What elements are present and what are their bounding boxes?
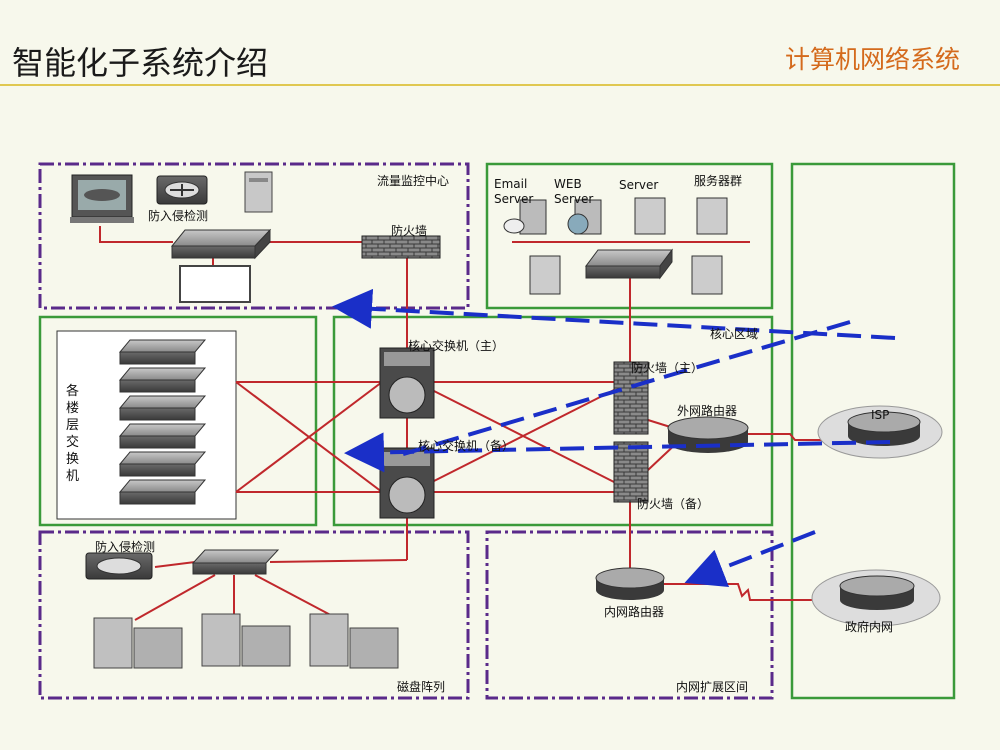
flow-arrows [332, 288, 896, 587]
intranet-extension-label: 内网扩展区间 [676, 680, 749, 694]
traffic-monitor-label: 流量监控中心 [377, 174, 450, 188]
email-server-icon [503, 199, 547, 235]
firewall-main-label: 防火墙（主） [631, 361, 704, 375]
zone-floor-switches [38, 315, 318, 527]
server-icon-1 [634, 197, 666, 235]
ids-top-icon [156, 175, 208, 205]
server-label: Server [619, 178, 659, 192]
pc-icon [70, 174, 134, 223]
ids-top-label: 防入侵检测 [148, 209, 209, 223]
ids-bottom-icon [85, 552, 153, 580]
link-lines [99, 226, 848, 621]
server-switch-icon [585, 248, 673, 280]
server-icon-2 [696, 197, 728, 235]
disk-array-icon-3 [309, 613, 399, 669]
page-subtitle: 计算机网络系统 [784, 45, 960, 74]
floor-switch-stack [118, 339, 207, 505]
zone-traffic-monitor [38, 162, 470, 310]
zone-disk-array [38, 530, 470, 700]
firewall-top-icon [361, 235, 441, 259]
email-server-label: Email Server [494, 177, 534, 206]
external-router-icon [667, 416, 749, 453]
firewall-backup-icon [613, 441, 649, 503]
internal-router-icon [595, 567, 665, 600]
internal-router-label: 内网路由器 [604, 605, 665, 619]
isp-label: ISP [871, 408, 890, 422]
firewall-top-label: 防火墙 [391, 224, 428, 238]
firewall-backup-label: 防火墙（备） [637, 497, 710, 511]
zone-right-column [790, 162, 956, 700]
server-icon-4 [691, 255, 723, 295]
web-server-icon [567, 199, 602, 235]
monitor-switch-icon [170, 228, 272, 260]
external-router-label: 外网路由器 [677, 404, 738, 418]
disk-array-label: 磁盘阵列 [397, 680, 446, 694]
core-switch-main-label: 核心交换机（主） [408, 339, 505, 353]
gov-intranet-label: 政府内网 [845, 620, 894, 634]
ids-bottom-label: 防入侵检测 [95, 540, 156, 554]
core-switch-backup-label: 核心交换机（备） [418, 439, 515, 453]
disk-array-icon-2 [201, 613, 291, 667]
header-divider [0, 84, 1000, 86]
server-icon-3 [529, 255, 561, 295]
zone-intranet-extension [485, 530, 774, 700]
core-switch-main-icon [379, 347, 435, 419]
page-title: 智能化子系统介绍 [12, 44, 269, 82]
display-screen-icon [179, 265, 251, 303]
web-server-label: WEB Server [554, 177, 594, 206]
gov-intranet-cloud-icon [811, 569, 941, 627]
server-farm-label: 服务器群 [694, 174, 743, 188]
firewall-main-icon [613, 361, 649, 435]
isp-cloud-icon [817, 405, 943, 459]
core-zone-label: 核心区域 [710, 327, 759, 341]
disk-switch-icon [191, 549, 280, 575]
core-switch-backup-icon [379, 447, 435, 519]
disk-array-icon-1 [93, 617, 183, 669]
server-tower-icon [244, 171, 273, 213]
floor-switches-label: 各楼层交换机 [66, 384, 80, 484]
